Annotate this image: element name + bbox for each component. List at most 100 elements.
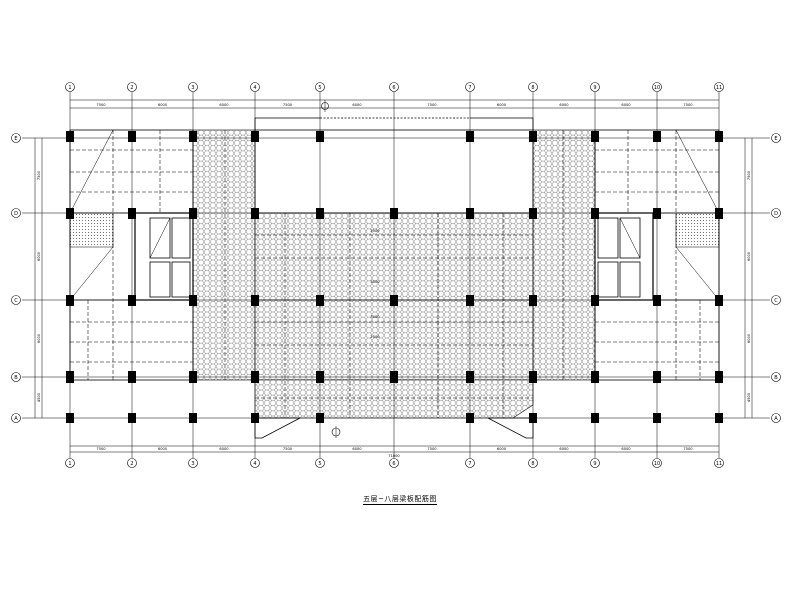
slab-annotation: 3000 (370, 315, 380, 319)
top-dimension-label: 7500 (427, 103, 437, 107)
right-dimension-label: 6000 (747, 251, 751, 261)
axis-bubble-right-A: A (771, 413, 781, 423)
svg-text:E: E (774, 136, 777, 142)
svg-text:A: A (14, 416, 18, 422)
svg-text:A: A (774, 416, 778, 422)
bottom-dimension-label: 7500 (96, 447, 106, 451)
axis-bubble-top-8: 8 (528, 82, 538, 92)
axis-bubble-top-2: 2 (127, 82, 137, 92)
axis-bubble-left-D: D (11, 208, 21, 218)
hatch-right-strip (532, 129, 596, 381)
axis-bubble-bottom-8: 8 (528, 458, 538, 468)
top-dimension-label: 6000 (158, 103, 168, 107)
axis-bubble-right-C: C (771, 295, 781, 305)
axis-bubble-left-B: B (11, 372, 21, 382)
axis-bubble-bottom-4: 4 (250, 458, 260, 468)
axis-bubble-bottom-11: 11 (714, 458, 724, 468)
top-dimension-label: 7500 (96, 103, 106, 107)
axis-bubble-left-A: A (11, 413, 21, 423)
axis-bubble-top-5: 5 (315, 82, 325, 92)
bottom-dimension-label: 6000 (559, 447, 569, 451)
axis-bubble-top-7: 7 (465, 82, 475, 92)
axis-bubble-bottom-10: 10 (652, 458, 662, 468)
opening-diagonals (69, 129, 720, 301)
slab-annotation: 3000 (370, 280, 380, 284)
bottom-dimension-label: 7500 (683, 447, 693, 451)
section-marker (321, 100, 329, 112)
axis-bubble-bottom-7: 7 (465, 458, 475, 468)
svg-text:9: 9 (593, 85, 596, 91)
axis-bubble-top-9: 9 (590, 82, 600, 92)
axis-bubble-bottom-6: 6 (389, 458, 399, 468)
axis-bubble-left-E: E (11, 133, 21, 143)
dotted-slab-right (675, 212, 720, 248)
top-dimension-label: 6000 (621, 103, 631, 107)
svg-text:D: D (774, 211, 778, 217)
bottom-dimension-label: 6000 (158, 447, 168, 451)
svg-text:5: 5 (318, 85, 321, 91)
svg-text:1: 1 (68, 461, 71, 467)
top-dimension-label: 6000 (497, 103, 507, 107)
axis-bubble-right-B: B (771, 372, 781, 382)
svg-text:7: 7 (468, 85, 471, 91)
top-dimension-label: 7500 (283, 103, 293, 107)
right-dimension-label: 4500 (747, 392, 751, 402)
drawing-title: 五层~八层梁板配筋图 (363, 495, 437, 505)
axis-bubble-top-10: 10 (652, 82, 662, 92)
dotted-slab-left (69, 212, 114, 248)
left-dimension-label: 6000 (37, 333, 41, 343)
svg-text:6: 6 (392, 85, 395, 91)
svg-text:2: 2 (130, 85, 133, 91)
bottom-dimension-label: 6000 (352, 447, 362, 451)
axis-bubble-top-1: 1 (65, 82, 75, 92)
dimension-labels: 7500 6000 6000 7500 6000 7500 6000 6000 6000 7500… (37, 103, 751, 458)
svg-text:8: 8 (531, 461, 534, 467)
svg-text:11: 11 (716, 461, 722, 467)
svg-text:1: 1 (68, 85, 71, 91)
left-dimension-label: 7500 (37, 170, 41, 180)
svg-text:8: 8 (531, 85, 534, 91)
structural-columns (66, 131, 723, 423)
svg-text:6: 6 (392, 461, 395, 467)
svg-text:4: 4 (253, 461, 256, 467)
axis-bubble-top-3: 3 (188, 82, 198, 92)
svg-text:10: 10 (654, 85, 660, 91)
svg-text:2: 2 (130, 461, 133, 467)
svg-text:10: 10 (654, 461, 660, 467)
bottom-dimension-label: 6000 (497, 447, 507, 451)
svg-text:B: B (774, 375, 778, 381)
slab-annotation: 2500 (370, 335, 380, 339)
axis-bubble-bottom-9: 9 (590, 458, 600, 468)
axis-bubble-bottom-5: 5 (315, 458, 325, 468)
svg-text:C: C (14, 298, 18, 304)
svg-text:B: B (14, 375, 18, 381)
svg-text:C: C (774, 298, 778, 304)
left-dimension-label: 4500 (37, 392, 41, 402)
svg-text:3: 3 (191, 85, 194, 91)
slab-annotation: 2500 (370, 229, 380, 233)
axis-bubble-bottom-2: 2 (127, 458, 137, 468)
top-dimension-label: 6000 (352, 103, 362, 107)
axis-bubble-bottom-3: 3 (188, 458, 198, 468)
svg-text:7: 7 (468, 461, 471, 467)
axis-bubble-bottom-1: 1 (65, 458, 75, 468)
svg-text:4: 4 (253, 85, 256, 91)
svg-text:11: 11 (716, 85, 722, 91)
left-dimension-label: 6000 (37, 251, 41, 261)
bottom-dimension-label: 7500 (283, 447, 293, 451)
svg-text:5: 5 (318, 461, 321, 467)
svg-text:E: E (14, 136, 17, 142)
overall-dimension-label: 71000 (388, 454, 400, 458)
bottom-dimension-label: 7500 (427, 447, 437, 451)
axis-bubble-top-11: 11 (714, 82, 724, 92)
axis-bubble-left-C: C (11, 295, 21, 305)
axis-bubble-right-D: D (771, 208, 781, 218)
right-dimension-label: 6000 (747, 333, 751, 343)
bottom-dimension-label: 6000 (219, 447, 229, 451)
right-dimension-label: 7500 (747, 170, 751, 180)
svg-text:3: 3 (191, 461, 194, 467)
hatch-left-strip (192, 129, 256, 381)
bottom-dimension-label: 6000 (621, 447, 631, 451)
